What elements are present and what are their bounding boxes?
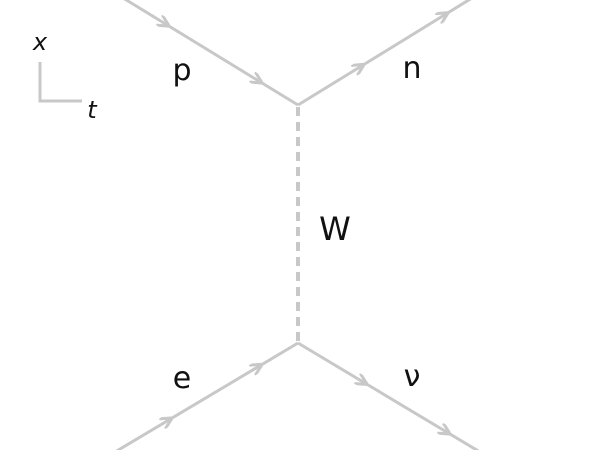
label-w-boson: W [319,210,351,248]
electron-line [115,341,299,450]
axis-lines [38,62,82,103]
neutrino-arrow-1 [298,343,363,382]
axis-label-t: t [87,96,98,124]
bottom-vertex [110,341,480,450]
neutron-line [297,0,472,107]
neutron-arrow-1 [298,67,360,105]
axis-label-x: x [32,28,48,56]
proton-arrow-1 [110,0,165,24]
label-electron: e [173,361,191,396]
electron-arrow-1 [110,420,168,450]
proton-line [123,0,299,107]
neutrino-line [297,341,480,450]
label-neutrino: ν [404,359,421,394]
label-neutron: n [402,51,421,86]
top-vertex [110,0,472,107]
axis-indicator: x t [32,28,98,124]
label-proton: p [172,53,191,88]
